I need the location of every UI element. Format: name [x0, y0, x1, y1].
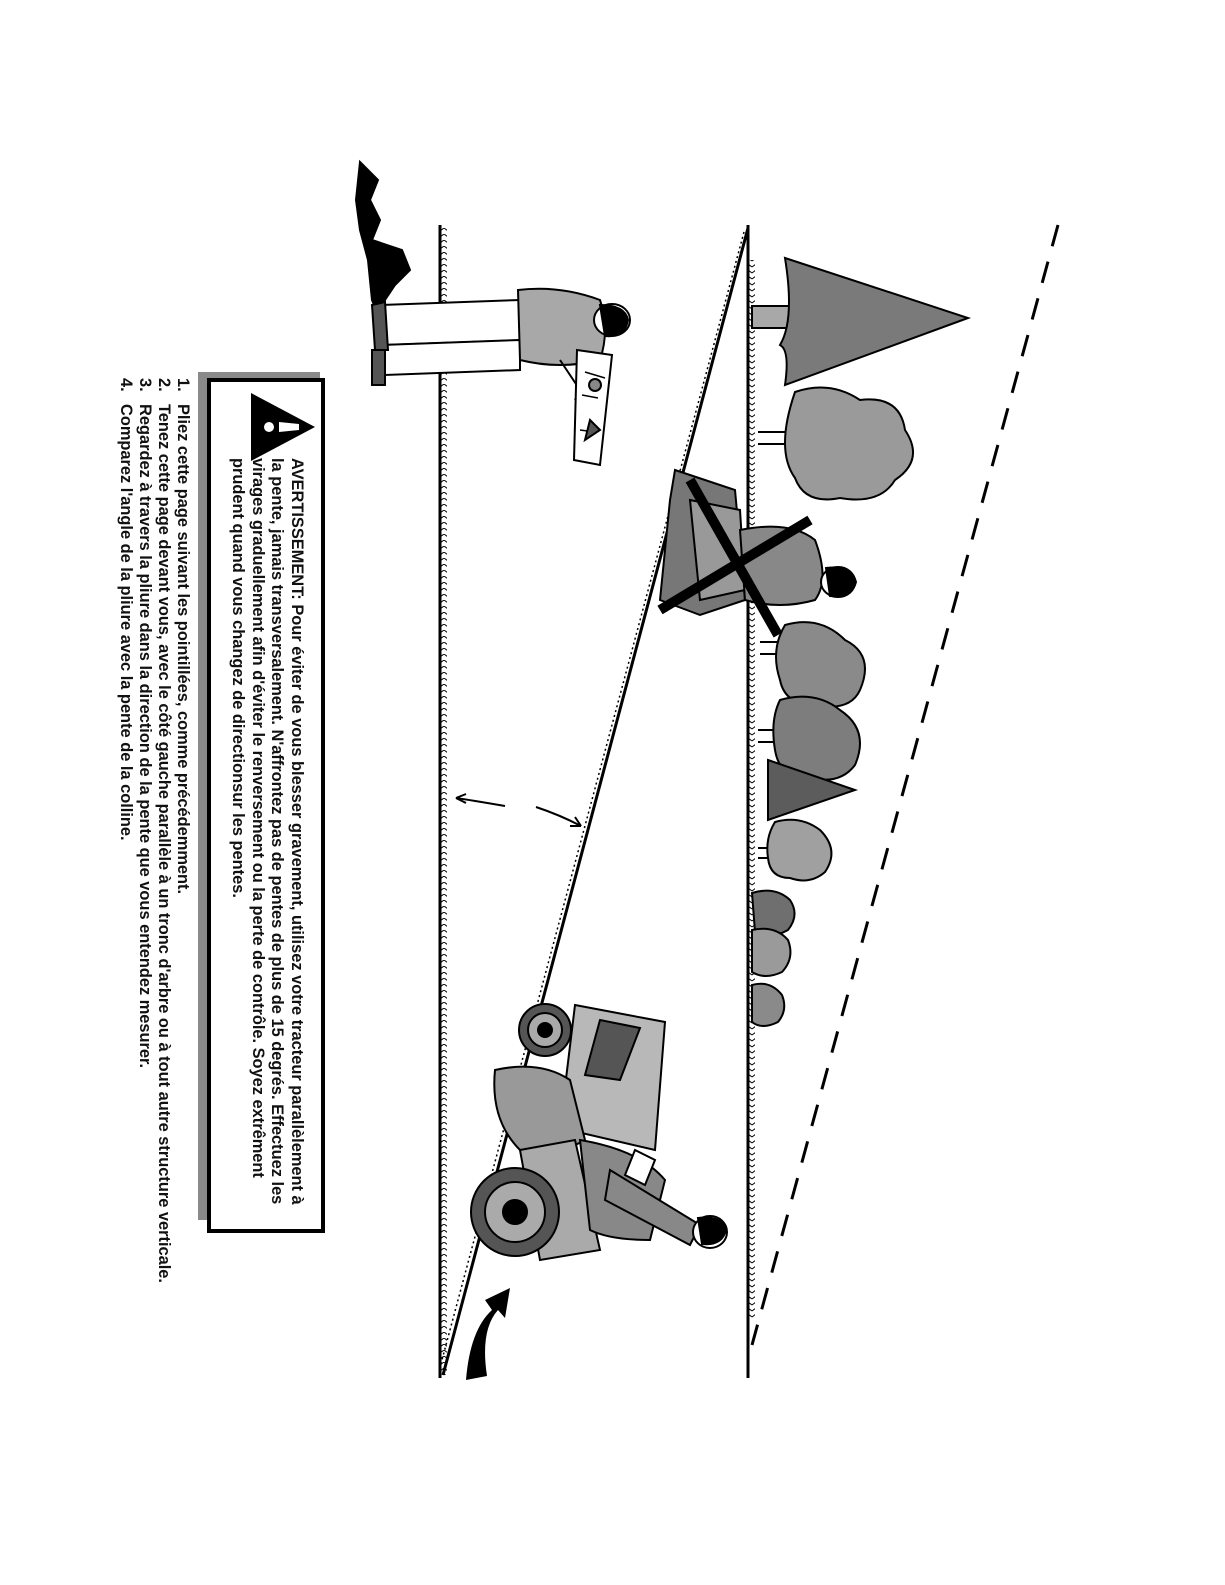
step-number: 1.: [174, 378, 192, 392]
person-measuring: [354, 159, 631, 467]
direction-arrow-icon: [466, 1288, 510, 1380]
warning-triangle-icon: [251, 393, 315, 461]
trees: [750, 256, 972, 1027]
warning-text: AVERTISSEMENT: Pour éviter de vous bless…: [228, 458, 307, 1218]
step-number: 2.: [155, 378, 173, 392]
list-item: 1. Pliez cette page suivant les pointill…: [173, 378, 192, 1498]
fold-dashed-line: [750, 224, 1060, 1346]
warning-heading: AVERTISSEMENT:: [288, 458, 306, 600]
step-number: 4.: [117, 378, 135, 392]
step-number: 3.: [136, 378, 154, 392]
angle-arrows: [455, 793, 582, 827]
tractor-correct-icon: [470, 1003, 728, 1262]
warning-box: [207, 378, 325, 1233]
step-text: Regardez à travers la pliure dans la dir…: [136, 404, 154, 1069]
step-text: Comparez l'angle de la pliure avec la pe…: [117, 404, 135, 841]
step-text: Tenez cette page devant vous, avec le cô…: [155, 404, 173, 1283]
tractor-wrong-icon: [657, 468, 858, 638]
list-item: 3. Regardez à travers la pliure dans la …: [135, 378, 154, 1498]
instruction-list: 1. Pliez cette page suivant les pointill…: [116, 378, 192, 1498]
step-text: Pliez cette page suivant les pointillées…: [174, 404, 192, 895]
list-item: 4. Comparez l'angle de la pliure avec la…: [116, 378, 135, 1498]
tree-ground-line: [746, 225, 755, 1378]
list-item: 2. Tenez cette page devant vous, avec le…: [154, 378, 173, 1498]
reference-ground-line: [438, 225, 447, 1378]
